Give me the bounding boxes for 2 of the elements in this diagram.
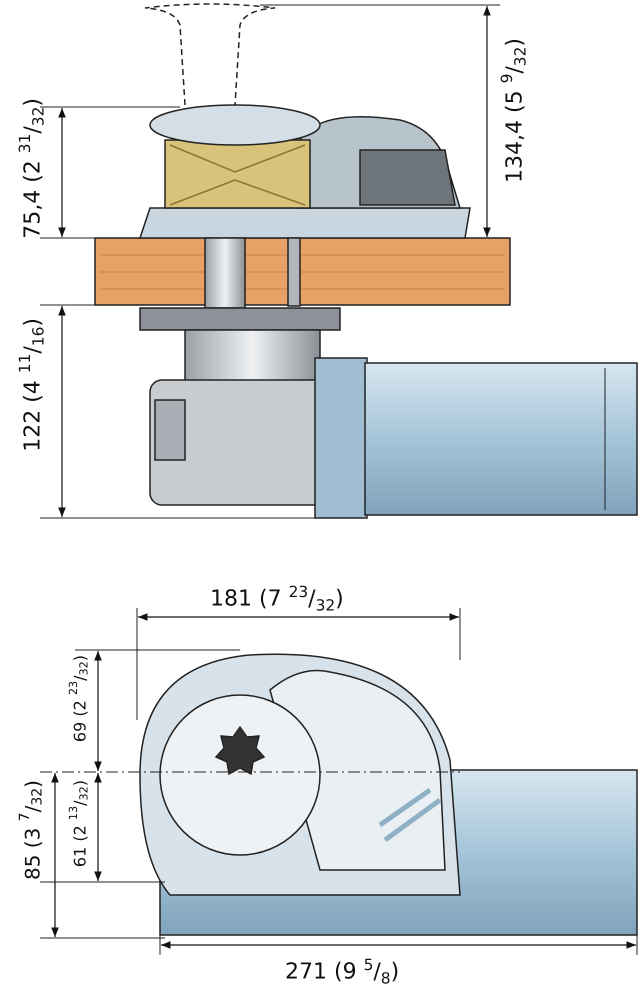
dimension-label: 271 (9 $^{5}$/$_{8}$) bbox=[285, 958, 400, 988]
dimension-label: 181 (7 $^{23}$/$_{32}$) bbox=[210, 585, 344, 614]
